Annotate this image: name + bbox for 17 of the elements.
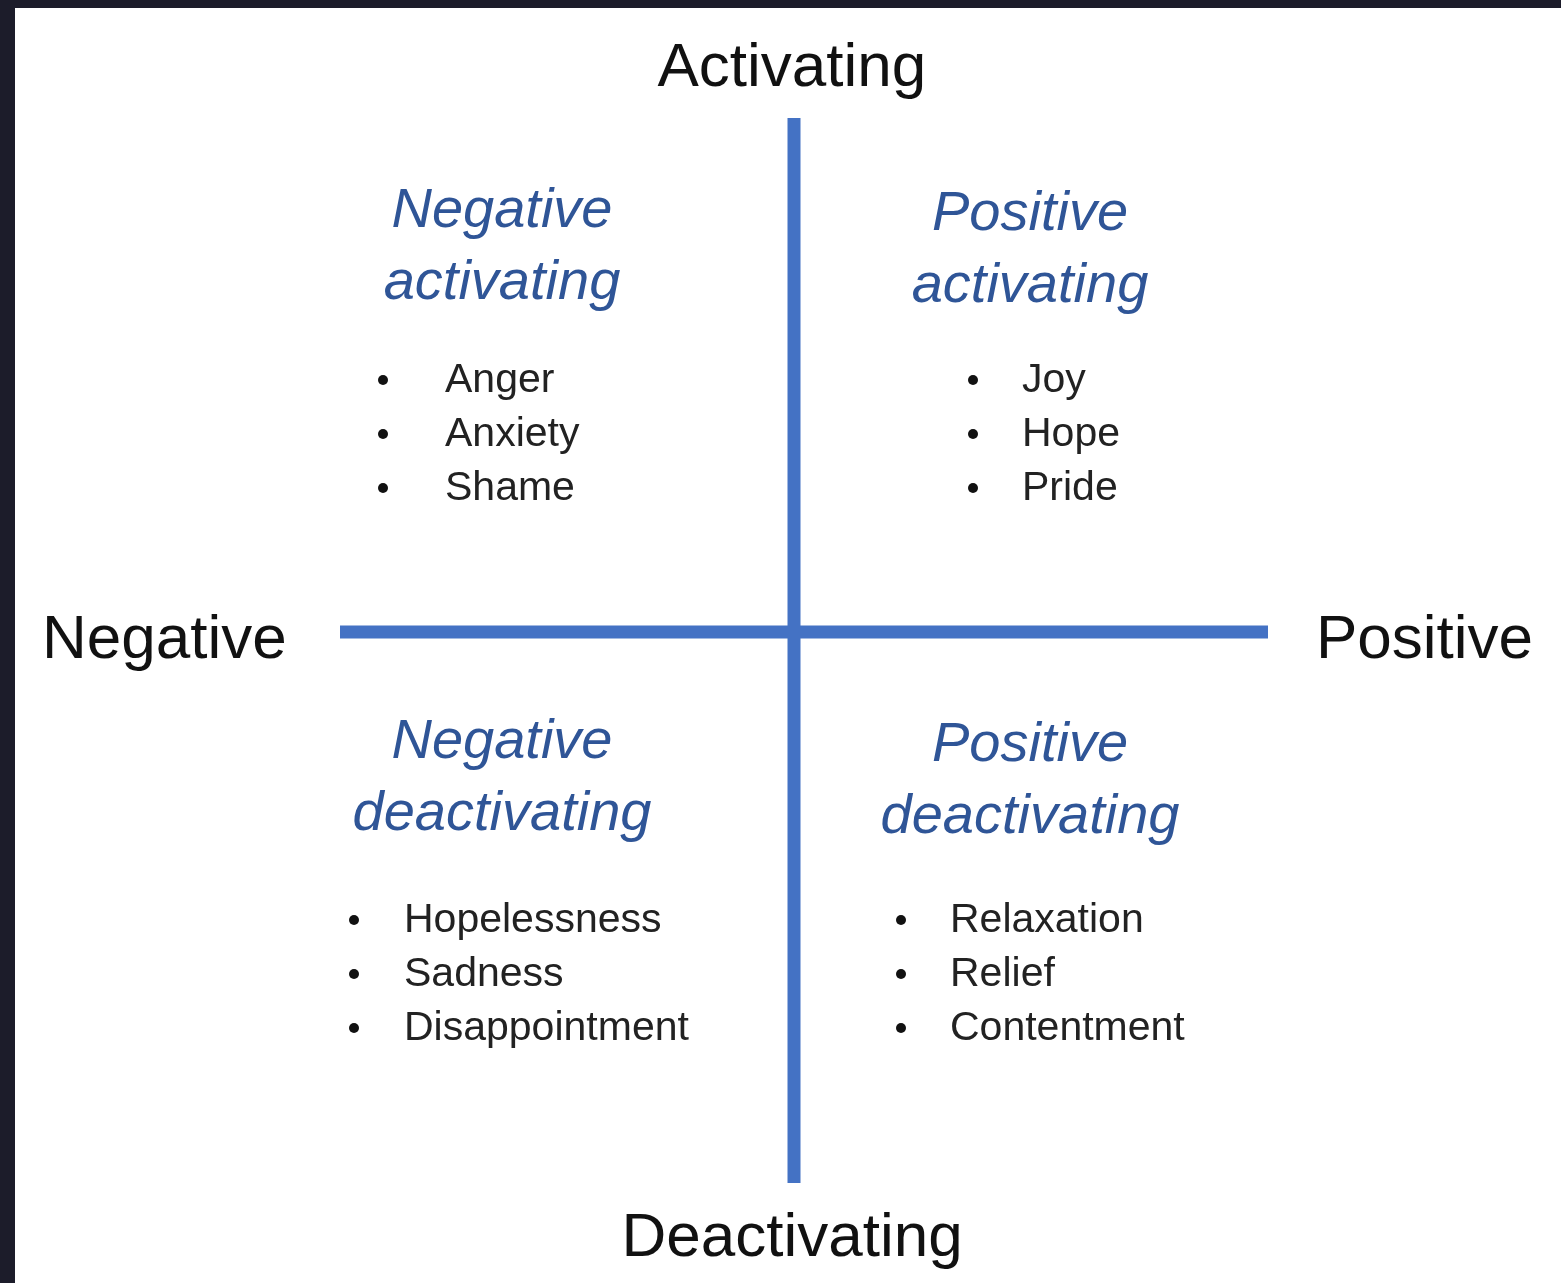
quadrant-heading: Positive activating xyxy=(910,178,1150,316)
list-item: Hopelessness xyxy=(404,897,662,939)
list-item: Disappointment xyxy=(404,1005,689,1047)
list-item: Contentment xyxy=(950,1005,1185,1047)
list-item: Joy xyxy=(1022,357,1086,399)
list-item: Relaxation xyxy=(950,897,1144,939)
list-item: Anger xyxy=(445,357,555,399)
axis-label: Positive xyxy=(1316,606,1534,668)
list-item: Pride xyxy=(1022,465,1118,507)
list-item: Shame xyxy=(445,465,575,507)
list-item: Anxiety xyxy=(445,411,580,453)
list-item: Hope xyxy=(1022,411,1120,453)
list-item: Relief xyxy=(950,951,1055,993)
list-item: Sadness xyxy=(404,951,564,993)
quadrant-heading: Positive deactivating xyxy=(879,709,1181,847)
quadrant-heading: Negative activating xyxy=(382,175,622,313)
quadrant-heading: Negative deactivating xyxy=(351,706,653,844)
